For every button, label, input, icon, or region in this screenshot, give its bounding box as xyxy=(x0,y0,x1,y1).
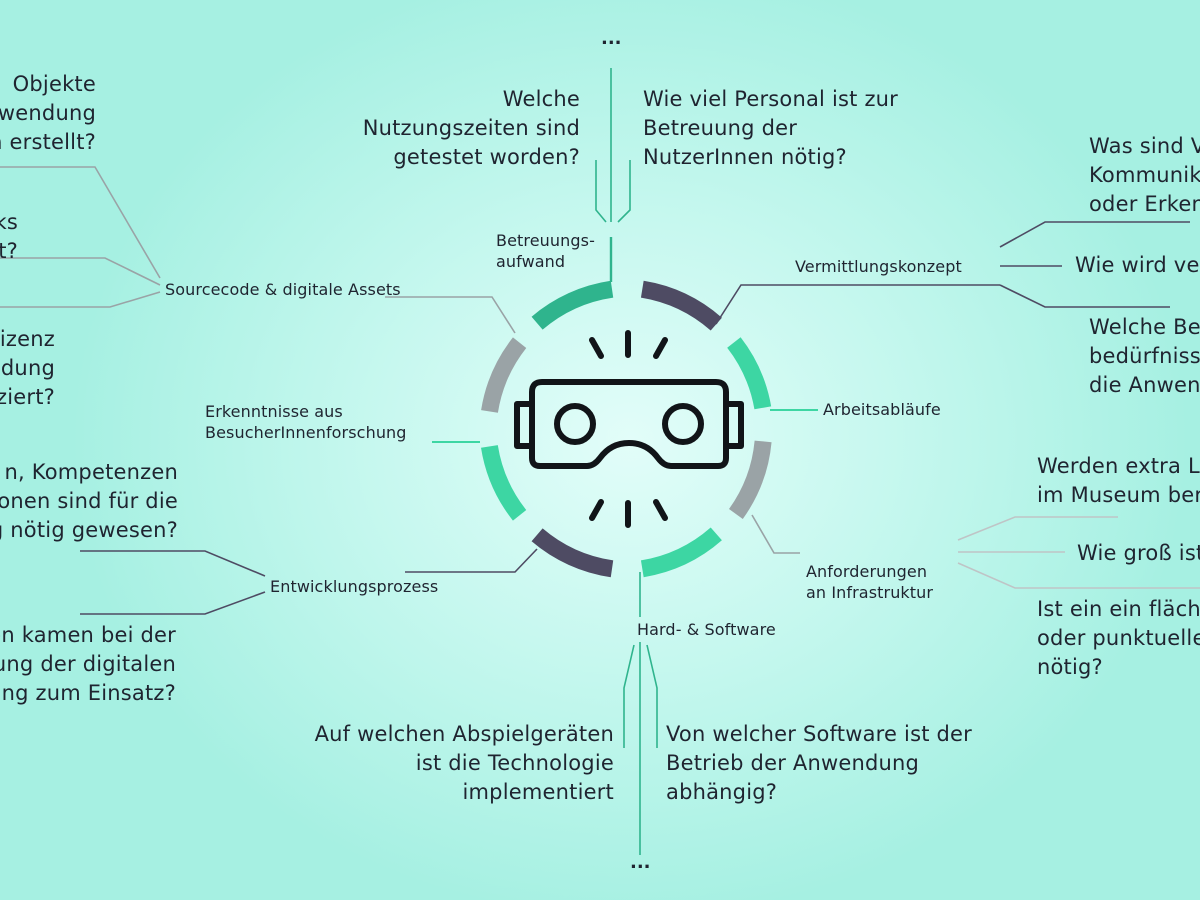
connector-entwicklung-branches xyxy=(80,550,266,615)
category-betreuungsaufwand: Betreuungs- aufwand xyxy=(496,231,595,271)
question-objekte: Objekte wendung n erstellt? xyxy=(0,72,96,154)
question-extra: Werden extra L im Museum ber xyxy=(1037,454,1200,507)
question-kommunikation: Was sind V Kommunik oder Erken xyxy=(1089,134,1200,216)
question-beduerfnisse: Welche Be bedürfniss die Anwen xyxy=(1089,315,1200,397)
category-sourcecode: Sourcecode & digitale Assets xyxy=(165,280,401,299)
question-lizenz: izenz dung ziert? xyxy=(0,327,55,409)
category-vermittlungskonzept: Vermittlungskonzept xyxy=(795,257,962,276)
ring-seg-hardsoft xyxy=(640,527,722,578)
question-software: Von welcher Software ist der Betrieb der… xyxy=(666,722,972,804)
ellipsis-bottom: ... xyxy=(630,852,651,873)
ring-seg-arbeit xyxy=(727,337,772,410)
connector-source xyxy=(385,296,516,334)
connector-top-right xyxy=(617,160,631,223)
question-nutzungszeiten: Welche Nutzungszeiten sind getestet word… xyxy=(362,87,580,169)
category-infrastruktur: Anforderungen an Infrastruktur xyxy=(806,562,934,602)
vr-headset-icon xyxy=(514,330,744,528)
question-flaechen: Ist ein ein fläche oder punktuelle nötig… xyxy=(1037,597,1200,679)
category-entwicklungsprozess: Entwicklungsprozess xyxy=(270,577,439,596)
connector-infra xyxy=(751,514,800,554)
connector-infra-branches xyxy=(957,516,1200,589)
ring-seg-entwicklung xyxy=(531,528,614,578)
question-personal: Wie viel Personal ist zur Betreuung der … xyxy=(643,87,899,169)
ring-seg-erkenntnisse xyxy=(481,444,527,521)
connector-vermittlung xyxy=(715,284,1000,325)
connector-entwicklung xyxy=(405,548,538,573)
question-wie-wird: Wie wird ve xyxy=(1075,253,1200,277)
ring-seg-source xyxy=(481,337,527,413)
question-kompetenzen: n, Kompetenzen onen sind für die g nötig… xyxy=(0,460,178,542)
connector-source-branches xyxy=(0,166,161,308)
category-erkenntnisse: Erkenntnisse aus BesucherInnenforschung xyxy=(205,402,407,442)
ring-seg-infra xyxy=(728,440,772,519)
connector-vermittlung-branches xyxy=(999,221,1190,308)
question-abspielgeraete: Auf welchen Abspielgeräten ist die Techn… xyxy=(314,722,614,804)
category-hard-software: Hard- & Software xyxy=(637,620,776,639)
ring-seg-vermittlung xyxy=(640,280,722,331)
question-gross: Wie groß ist xyxy=(1077,541,1200,565)
connector-top-left xyxy=(595,160,607,223)
connector-hardsoft-left xyxy=(623,644,635,748)
ring-seg-betreuung xyxy=(531,280,614,330)
question-kamen: en kamen bei der ung der digitalen ung z… xyxy=(0,623,176,705)
ellipsis-top: ... xyxy=(601,28,622,49)
question-ks: ks t? xyxy=(0,210,18,263)
category-arbeitsablaeufe: Arbeitsabläufe xyxy=(823,400,941,419)
connector-hardsoft-right xyxy=(646,644,658,748)
